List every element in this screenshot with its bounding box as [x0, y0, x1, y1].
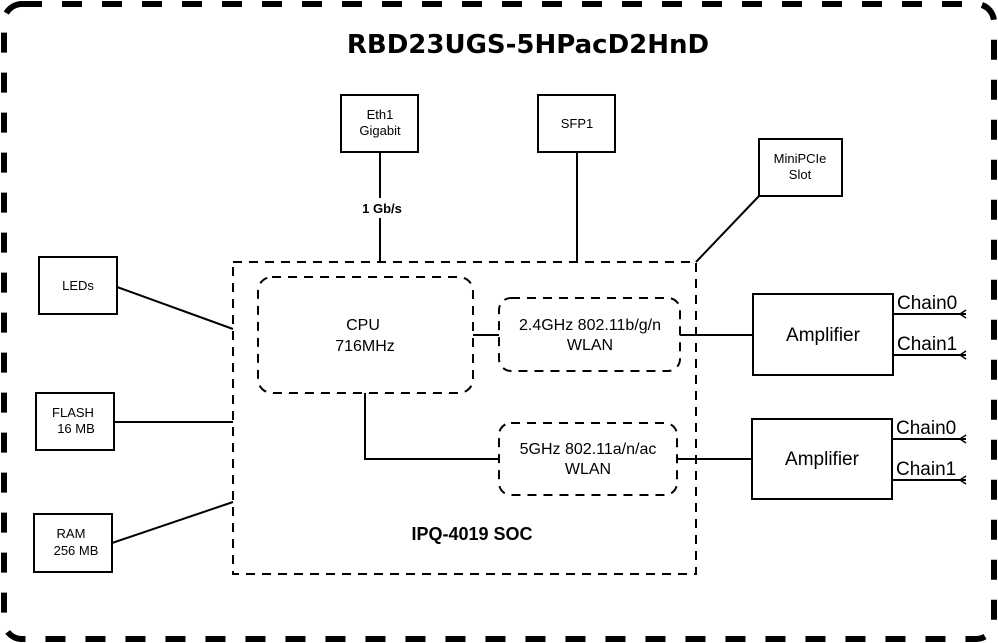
flash-label-line2: 16 MB: [57, 421, 95, 436]
eth1-port-block: Eth1 Gigabit: [340, 94, 419, 153]
amplifier-block: Amplifier: [752, 293, 894, 376]
eth1-label-line1: Eth1: [367, 107, 394, 122]
chain-label: Chain1: [897, 334, 957, 355]
ram-label-line2: 256 MB: [54, 543, 99, 558]
antenna-chain: Chain0: [893, 293, 967, 319]
wlan-2-4ghz-block: 2.4GHz 802.11b/g/n WLAN: [498, 297, 681, 372]
eth1-speed-label: 1 Gb/s: [362, 201, 402, 216]
flash-block: FLASH 16 MB: [35, 392, 115, 451]
minipcie-label-line2: Slot: [789, 167, 812, 182]
minipcie-slot-block: MiniPCIe Slot: [758, 138, 843, 197]
cpu-label-line1: CPU: [346, 317, 380, 334]
cpu-block: CPU 716MHz: [257, 276, 474, 394]
leds-connector: [116, 286, 234, 330]
minipcie-label-line1: MiniPCIe: [774, 151, 827, 166]
minipcie-connector: [695, 195, 760, 263]
antenna-chain: Chain1: [892, 459, 967, 485]
antenna-chain: Chain0: [892, 418, 967, 444]
cpu-label-line2: 716MHz: [335, 338, 395, 355]
antenna-connector-icon: [958, 309, 967, 319]
soc-label: IPQ-4019 SOC: [411, 524, 532, 544]
ram-block: RAM 256 MB: [33, 513, 113, 573]
antenna-connector-icon: [958, 475, 967, 485]
chain-label: Chain0: [896, 418, 956, 439]
wlan-2-4ghz-label-line2: WLAN: [567, 337, 613, 354]
antenna-chain: Chain1: [893, 334, 967, 360]
cpu-to-wlan5-link: [364, 393, 499, 460]
amplifier-label: Amplifier: [786, 325, 861, 346]
leds-block: LEDs: [38, 256, 118, 315]
amplifier-block: Amplifier: [751, 418, 893, 500]
amplifier-label: Amplifier: [785, 449, 860, 470]
chain-label: Chain1: [896, 459, 956, 480]
leds-label: LEDs: [62, 278, 94, 293]
ram-label-line1: RAM: [57, 526, 86, 541]
wlan-5ghz-block: 5GHz 802.11a/n/ac WLAN: [498, 422, 678, 496]
wlan-5ghz-label-line1: 5GHz 802.11a/n/ac: [520, 441, 657, 458]
wlan-2-4ghz-label-line1: 2.4GHz 802.11b/g/n: [519, 317, 661, 334]
eth1-label-line2: Gigabit: [359, 123, 401, 138]
sfp1-port-block: SFP1: [537, 94, 616, 153]
chain-label: Chain0: [897, 293, 957, 314]
antenna-connector-icon: [958, 350, 967, 360]
wlan-5ghz-label-line2: WLAN: [565, 461, 611, 478]
diagram-title: RBD23UGS-5HPacD2HnD: [347, 30, 709, 60]
soc-boundary: [232, 261, 697, 575]
antenna-connector-icon: [958, 434, 967, 444]
flash-label-line1: FLASH: [52, 405, 94, 420]
ram-connector: [111, 501, 234, 544]
sfp1-label: SFP1: [561, 116, 594, 131]
